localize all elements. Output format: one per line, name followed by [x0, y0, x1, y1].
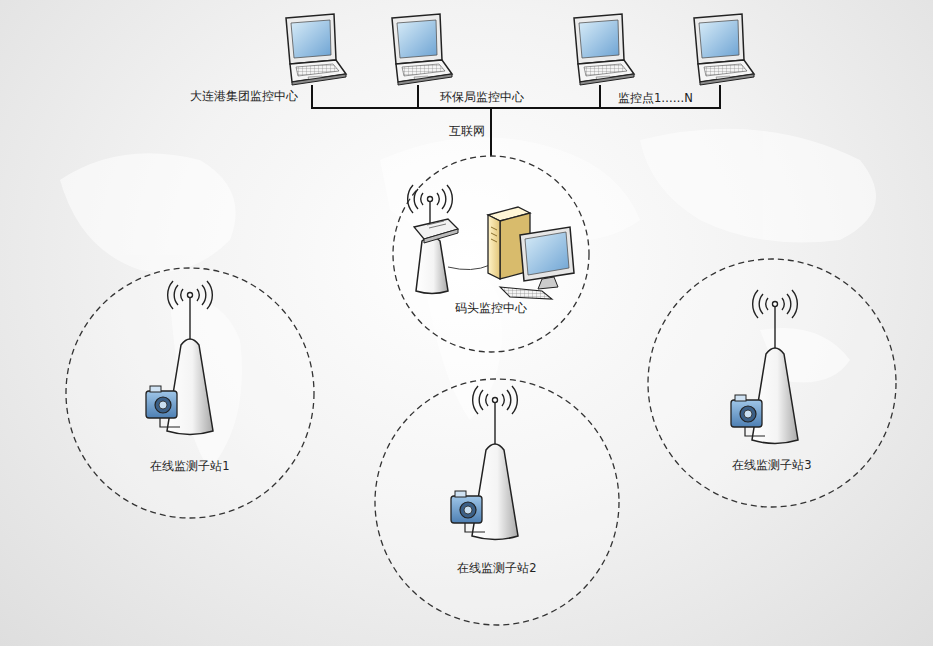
dashed-circle	[648, 259, 896, 507]
dashed-circle	[393, 156, 589, 352]
dashed-circle	[66, 268, 314, 518]
graphic-part	[392, 14, 452, 85]
graphic-part	[525, 232, 569, 275]
node-graphic	[376, 14, 452, 86]
graphic-part	[491, 227, 497, 242]
node-label: 大连港集团监控中心	[190, 89, 298, 103]
node-graphic	[65, 267, 315, 519]
graphic-part	[429, 202, 430, 223]
node-label: 在线监测子站2	[457, 561, 536, 575]
graphic-part	[574, 14, 634, 85]
network-label: 互联网	[449, 124, 485, 138]
tower-icon	[146, 281, 213, 435]
graphic-part	[60, 153, 236, 272]
router-mast	[416, 237, 448, 294]
station-circle: 在线监测子站3	[647, 258, 897, 508]
node-label: 码头监控中心	[455, 301, 527, 315]
pc-tower	[488, 215, 500, 279]
node-graphic	[392, 155, 590, 353]
node-graphic	[558, 14, 758, 86]
monitor-laptop: 监控点1……N	[558, 14, 758, 86]
node-label: 环保局监控中心	[440, 90, 524, 104]
keyboard	[500, 287, 552, 299]
node-label: 在线监测子站1	[150, 459, 229, 473]
tower-icon	[451, 386, 518, 540]
node-graphic	[270, 14, 346, 86]
station-circle: 码头监控中心	[392, 155, 590, 353]
graphic-part	[538, 277, 558, 289]
monitor-laptop: 大连港集团监控中心	[270, 14, 346, 86]
node-label: 监控点1……N	[618, 91, 693, 105]
node-label: 在线监测子站3	[732, 458, 811, 472]
dashed-circle	[375, 379, 619, 625]
station-circle: 在线监测子站1	[65, 267, 315, 519]
graphic-part	[448, 265, 490, 270]
bus-line	[600, 85, 720, 108]
monitor-laptop: 环保局监控中心	[376, 14, 452, 86]
station-circle: 在线监测子站2	[374, 378, 620, 626]
graphic-part	[427, 221, 446, 228]
monitor	[520, 227, 574, 281]
graphic-part	[286, 14, 346, 85]
graphic-part	[694, 14, 754, 85]
node-graphic	[374, 378, 620, 626]
tower-icon	[731, 290, 798, 444]
graphic-part	[640, 129, 876, 243]
graphic-part	[424, 229, 458, 243]
